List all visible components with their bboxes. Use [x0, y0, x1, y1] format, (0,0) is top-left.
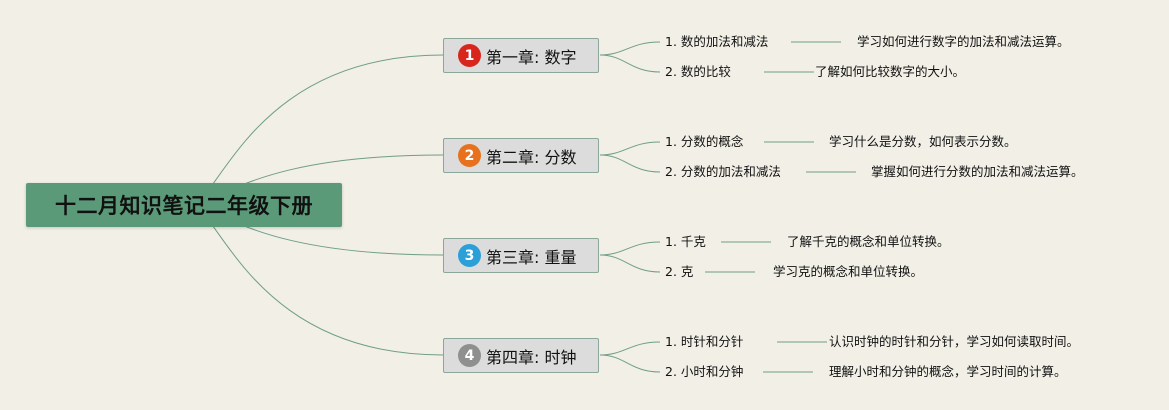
- topic-node[interactable]: 1. 千克: [665, 234, 706, 249]
- chapter-node-2[interactable]: 2 第二章: 分数: [443, 138, 599, 173]
- chapter-topic-connector: [599, 154, 661, 173]
- badge-number-icon: 1: [458, 44, 481, 67]
- chapter-topic-connector: [599, 41, 661, 56]
- topic-node[interactable]: 1. 分数的概念: [665, 134, 744, 149]
- topic-description[interactable]: 了解如何比较数字的大小。: [815, 64, 966, 79]
- chapter-topic-connector: [599, 354, 661, 373]
- root-node[interactable]: 十二月知识笔记二年级下册: [26, 183, 342, 227]
- badge-number-icon: 3: [458, 244, 481, 267]
- chapter-label: 第二章: 分数: [486, 147, 577, 167]
- topic-description[interactable]: 了解千克的概念和单位转换。: [787, 234, 950, 249]
- topic-node[interactable]: 1. 时针和分针: [665, 334, 744, 349]
- chapter-node-3[interactable]: 3 第三章: 重量: [443, 238, 599, 273]
- chapter-label: 第一章: 数字: [486, 47, 577, 67]
- badge-number-icon: 4: [458, 344, 481, 367]
- chapter-label: 第三章: 重量: [486, 247, 577, 267]
- chapter-topic-connector: [599, 254, 661, 273]
- topic-node[interactable]: 1. 数的加法和减法: [665, 34, 769, 49]
- topic-description[interactable]: 掌握如何进行分数的加法和减法运算。: [871, 164, 1084, 179]
- topic-description[interactable]: 学习克的概念和单位转换。: [773, 264, 924, 279]
- topic-node[interactable]: 2. 克: [665, 264, 694, 279]
- chapter-topic-connector: [599, 241, 661, 256]
- root-label: 十二月知识笔记二年级下册: [55, 194, 313, 218]
- topic-node[interactable]: 2. 小时和分钟: [665, 364, 744, 379]
- chapter-topic-connector: [599, 341, 661, 356]
- topic-description[interactable]: 认识时钟的时针和分针，学习如何读取时间。: [829, 334, 1080, 349]
- chapter-node-4[interactable]: 4 第四章: 时钟: [443, 338, 599, 373]
- chapter-label: 第四章: 时钟: [486, 347, 577, 367]
- chapter-node-1[interactable]: 1 第一章: 数字: [443, 38, 599, 73]
- topic-description[interactable]: 学习什么是分数，如何表示分数。: [829, 134, 1017, 149]
- chapter-topic-connector: [599, 54, 661, 73]
- topic-description[interactable]: 学习如何进行数字的加法和减法运算。: [857, 34, 1070, 49]
- badge-number-icon: 2: [458, 144, 481, 167]
- topic-node[interactable]: 2. 分数的加法和减法: [665, 164, 781, 179]
- topic-node[interactable]: 2. 数的比较: [665, 64, 731, 79]
- chapter-topic-connector: [599, 141, 661, 156]
- topic-description[interactable]: 理解小时和分钟的概念，学习时间的计算。: [829, 364, 1067, 379]
- root-chapter-connector: [194, 204, 444, 356]
